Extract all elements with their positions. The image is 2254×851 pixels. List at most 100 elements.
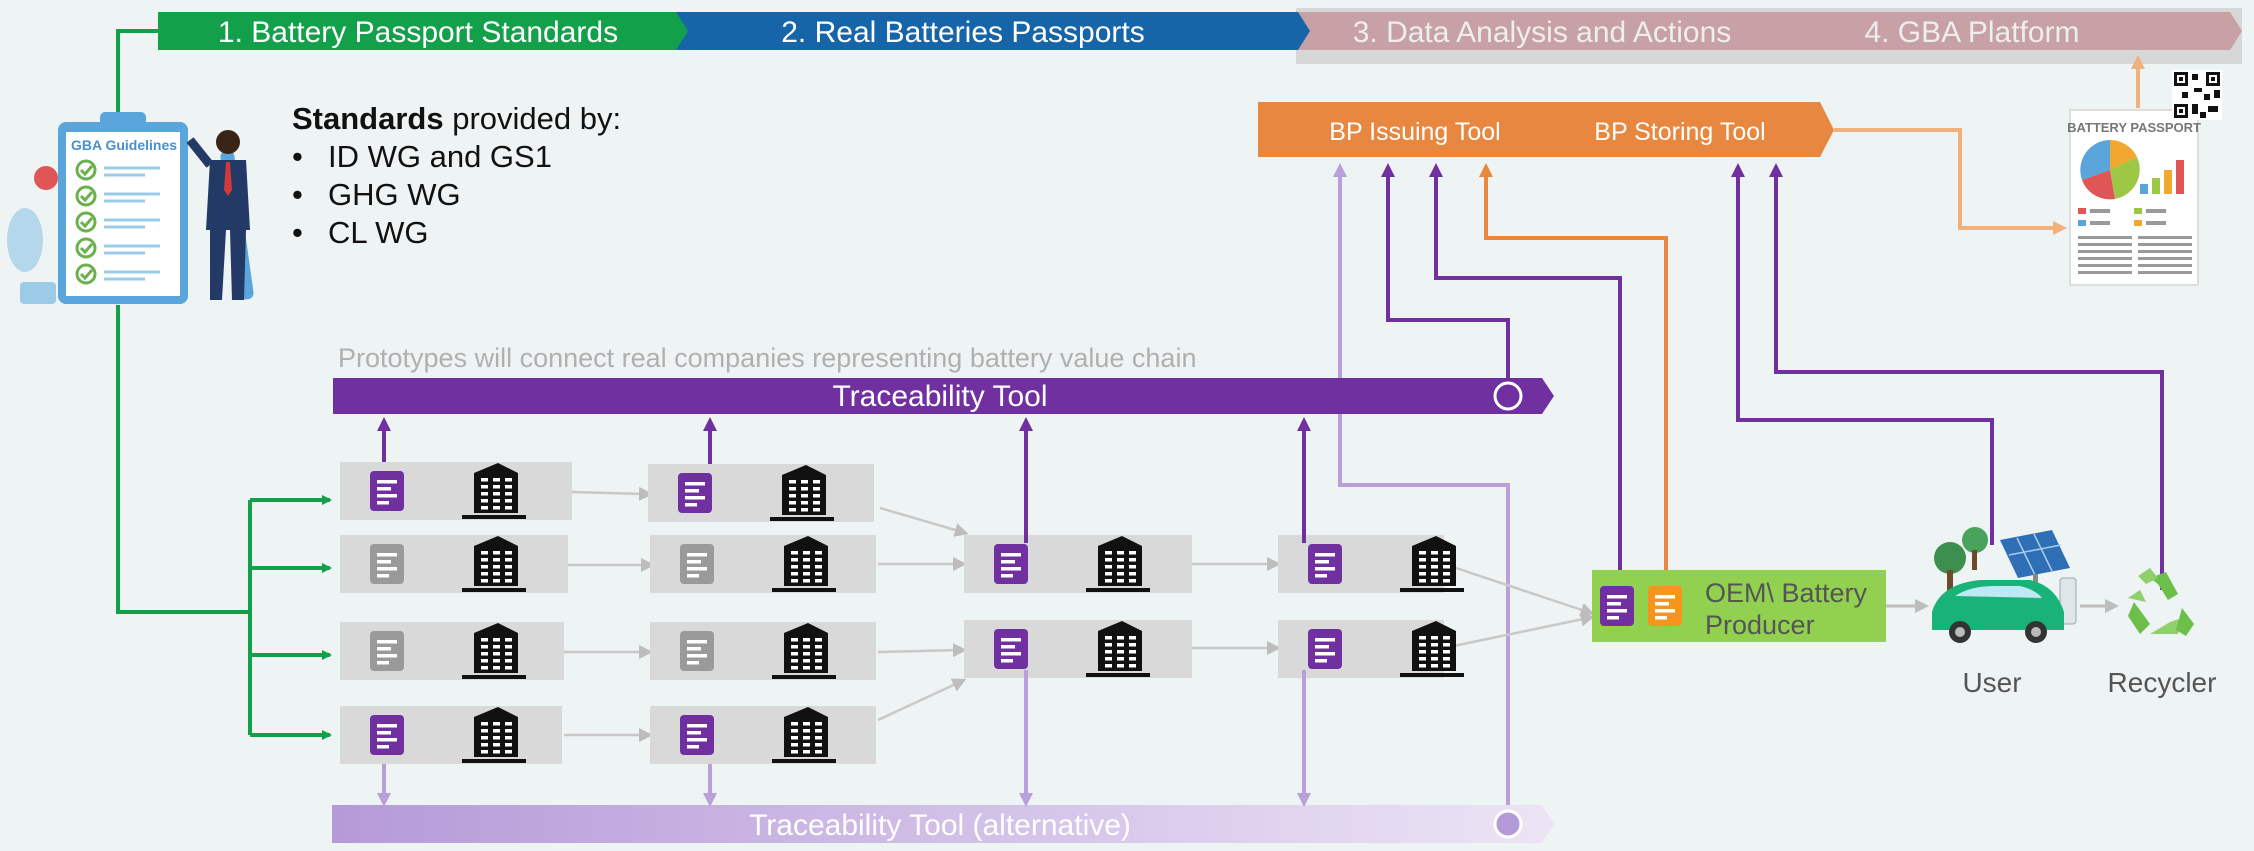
company-node[interactable]: [650, 535, 876, 593]
company-node[interactable]: [340, 462, 572, 520]
oem-box: [1592, 570, 1886, 642]
flow-arrow: [1443, 612, 1595, 650]
phase-4-chevron: [1762, 12, 2242, 50]
building-icon: [1086, 621, 1150, 677]
building-icon: [770, 465, 834, 521]
user-to-storing-line: [1731, 163, 1994, 545]
passport-label: BATTERY PASSPORT: [2067, 120, 2201, 135]
document-icon: [680, 715, 714, 755]
checklist: [75, 159, 97, 285]
recycler-to-storing-line: [1769, 163, 2164, 590]
phase-bar: 1. Battery Passport Standards 2. Real Ba…: [158, 8, 2242, 64]
flow-arrow: [877, 643, 967, 658]
connector-top: [116, 29, 158, 118]
company-node[interactable]: [650, 706, 876, 764]
recycle-icon: [2128, 568, 2194, 636]
traceability-alt-bar[interactable]: Traceability Tool (alternative): [332, 805, 1554, 843]
traceability-alt-label: Traceability Tool (alternative): [749, 809, 1131, 842]
building-icon: [772, 536, 836, 592]
building-icon: [772, 707, 836, 763]
bp-storing-tool-box[interactable]: [1536, 102, 1834, 157]
qr-code-icon: [2172, 70, 2222, 120]
company-node[interactable]: [340, 622, 564, 680]
guidelines-label: GBA Guidelines: [71, 137, 177, 153]
standards-item: •ID WG and GS1: [292, 139, 552, 174]
phase-3-chevron: [1298, 12, 1778, 50]
document-icon: [370, 631, 404, 671]
electric-car-icon: [1932, 527, 2077, 643]
alt-to-issuing-line: [1333, 163, 1510, 822]
flower-icon: [34, 166, 58, 190]
company-network: [340, 417, 1595, 807]
building-icon: [772, 623, 836, 679]
building-icon: [462, 536, 526, 592]
pie-chart-icon: [2080, 140, 2140, 200]
flow-arrow: [877, 678, 967, 722]
document-icon: [1308, 544, 1342, 584]
building-icon: [462, 623, 526, 679]
phase-2-label: 2. Real Batteries Passports: [781, 16, 1145, 49]
flow-arrow: [1443, 562, 1595, 617]
person-icon: [186, 130, 254, 300]
clipboard-clip: [100, 112, 146, 128]
oem-label-line2: Producer: [1705, 610, 1815, 640]
company-node[interactable]: [964, 535, 1192, 593]
gba-guidelines-illustration: GBA Guidelines: [7, 112, 254, 304]
company-node[interactable]: [648, 464, 874, 522]
standards-connectors: [116, 29, 332, 740]
standards-item: •GHG WG: [292, 177, 461, 212]
passport-text-lines: [2078, 208, 2192, 274]
traceability-tool-label: Traceability Tool: [832, 380, 1047, 413]
phase-2-chevron: [676, 12, 1314, 50]
phase-4-label: 4. GBA Platform: [1864, 16, 2079, 49]
oem-orange-to-issuing-line: [1479, 163, 1668, 590]
leaf-decoration: [7, 208, 43, 272]
document-icon: [1308, 629, 1342, 669]
bp-issuing-tool-box[interactable]: [1258, 102, 1550, 157]
standards-heading: Standards provided by:: [292, 100, 712, 138]
document-icon: [1600, 586, 1634, 626]
standards-heading-bold: Standards: [292, 101, 444, 136]
building-icon: [1086, 536, 1150, 592]
traceability-circle: [1493, 381, 1523, 411]
tool-connectors: [1333, 163, 2164, 822]
building-icon: [462, 707, 526, 763]
building-icon: [1400, 536, 1464, 592]
document-icon: [678, 473, 712, 513]
checklist-lines: [104, 166, 160, 281]
standards-text-block: Standards provided by: •ID WG and GS1 •G…: [292, 100, 712, 250]
company-node[interactable]: [340, 706, 562, 764]
oem-label-line1: OEM\ Battery: [1705, 578, 1868, 608]
document-icon: [680, 631, 714, 671]
company-node[interactable]: [650, 622, 876, 680]
bp-issuing-tool-label: BP Issuing Tool: [1329, 118, 1500, 146]
flow-arrow: [879, 506, 969, 537]
phase-1-chevron: [158, 12, 692, 50]
oem-battery-producer[interactable]: OEM\ Battery Producer: [1592, 570, 1886, 642]
user-label: User: [1962, 667, 2021, 698]
building-icon: [1400, 621, 1464, 677]
document-icon: [994, 544, 1028, 584]
oem-to-issuing-line: [1429, 163, 1622, 590]
document-icon: [370, 715, 404, 755]
traceability-tool-bar[interactable]: Traceability Tool: [333, 378, 1554, 414]
document-icon: [680, 544, 714, 584]
storing-to-passport-arrow: [1834, 128, 2067, 235]
phase-3-label: 3. Data Analysis and Actions: [1353, 16, 1732, 49]
oem-documents: [1600, 586, 1682, 626]
building-icon: [462, 463, 526, 519]
prototype-note: Prototypes will connect real companies r…: [338, 343, 1196, 373]
document-icon: [994, 629, 1028, 669]
bp-storing-tool-label: BP Storing Tool: [1594, 118, 1765, 146]
bp-tools: BP Issuing Tool BP Storing Tool: [1258, 102, 1834, 157]
battery-passport-document: BATTERY PASSPORT: [2067, 70, 2222, 286]
standards-item: •CL WG: [292, 215, 429, 250]
company-node[interactable]: [340, 535, 568, 593]
document-icon: [370, 544, 404, 584]
bar-chart-icon: [2140, 160, 2184, 194]
company-node[interactable]: [964, 620, 1192, 678]
phase-1-label: 1. Battery Passport Standards: [218, 16, 618, 49]
document-icon: [1648, 586, 1682, 626]
document-icon: [370, 471, 404, 511]
recycler-label: Recycler: [2108, 667, 2217, 698]
